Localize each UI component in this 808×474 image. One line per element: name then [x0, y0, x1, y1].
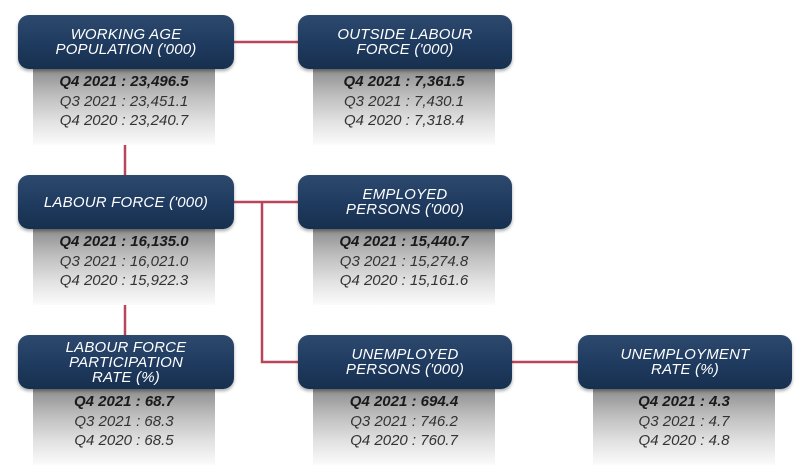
- node-title: UNEMPLOYMENT RATE (%): [578, 335, 792, 389]
- node-title: OUTSIDE LABOUR FORCE ('000): [298, 15, 512, 69]
- connector-labour-force-to-unemployed: [260, 202, 300, 364]
- values-panel: Q4 2021 : 68.7 Q3 2021 : 68.3 Q4 2020 : …: [33, 388, 215, 465]
- node-outside-labour-force: Q4 2021 : 7,361.5 Q3 2021 : 7,430.1 Q4 2…: [298, 15, 512, 145]
- node-labour-force: Q4 2021 : 16,135.0 Q3 2021 : 16,021.0 Q4…: [18, 175, 234, 305]
- value-q3-2021: Q3 2021 : 23,451.1: [59, 92, 189, 110]
- value-q3-2021: Q3 2021 : 68.3: [74, 412, 174, 430]
- values-panel: Q4 2021 : 23,496.5 Q3 2021 : 23,451.1 Q4…: [33, 68, 215, 145]
- node-labour-force-participation-rate: Q4 2021 : 68.7 Q3 2021 : 68.3 Q4 2020 : …: [18, 335, 234, 465]
- value-q3-2021: Q3 2021 : 746.2: [350, 412, 458, 430]
- values-panel: Q4 2021 : 7,361.5 Q3 2021 : 7,430.1 Q4 2…: [313, 68, 495, 145]
- value-q3-2021: Q3 2021 : 16,021.0: [59, 252, 189, 270]
- value-q4-2020: Q4 2020 : 15,161.6: [339, 272, 469, 289]
- value-q4-2020: Q4 2020 : 7,318.4: [343, 112, 465, 129]
- value-q4-2021: Q4 2021 : 15,440.7: [339, 233, 469, 250]
- node-title: WORKING AGE POPULATION ('000): [18, 15, 234, 69]
- values-panel: Q4 2021 : 15,440.7 Q3 2021 : 15,274.8 Q4…: [313, 228, 495, 305]
- node-unemployment-rate: Q4 2021 : 4.3 Q3 2021 : 4.7 Q4 2020 : 4.…: [578, 335, 792, 465]
- node-title: EMPLOYED PERSONS ('000): [298, 175, 512, 229]
- value-q3-2021: Q3 2021 : 7,430.1: [343, 92, 465, 110]
- value-q4-2021: Q4 2021 : 16,135.0: [59, 233, 189, 250]
- value-q4-2021: Q4 2021 : 694.4: [349, 393, 459, 410]
- value-q4-2020: Q4 2020 : 760.7: [350, 432, 458, 449]
- value-q4-2021: Q4 2021 : 7,361.5: [343, 73, 465, 90]
- node-title: LABOUR FORCE PARTICIPATION RATE (%): [18, 335, 234, 389]
- value-q4-2020: Q4 2020 : 23,240.7: [59, 112, 189, 129]
- value-q4-2021: Q4 2021 : 23,496.5: [59, 73, 189, 90]
- values-panel: Q4 2021 : 4.3 Q3 2021 : 4.7 Q4 2020 : 4.…: [593, 388, 775, 465]
- value-q3-2021: Q3 2021 : 15,274.8: [339, 252, 469, 270]
- values-panel: Q4 2021 : 16,135.0 Q3 2021 : 16,021.0 Q4…: [33, 228, 215, 305]
- value-q4-2021: Q4 2021 : 68.7: [73, 393, 175, 410]
- value-q4-2021: Q4 2021 : 4.3: [638, 393, 730, 410]
- value-q3-2021: Q3 2021 : 4.7: [638, 412, 730, 430]
- node-working-age-population: Q4 2021 : 23,496.5 Q3 2021 : 23,451.1 Q4…: [18, 15, 234, 145]
- node-unemployed-persons: Q4 2021 : 694.4 Q3 2021 : 746.2 Q4 2020 …: [298, 335, 512, 465]
- node-title: LABOUR FORCE ('000): [18, 175, 234, 229]
- value-q4-2020: Q4 2020 : 4.8: [638, 432, 730, 449]
- values-panel: Q4 2021 : 694.4 Q3 2021 : 746.2 Q4 2020 …: [313, 388, 495, 465]
- node-employed-persons: Q4 2021 : 15,440.7 Q3 2021 : 15,274.8 Q4…: [298, 175, 512, 305]
- value-q4-2020: Q4 2020 : 15,922.3: [59, 272, 189, 289]
- node-title: UNEMPLOYED PERSONS ('000): [298, 335, 512, 389]
- value-q4-2020: Q4 2020 : 68.5: [74, 432, 174, 449]
